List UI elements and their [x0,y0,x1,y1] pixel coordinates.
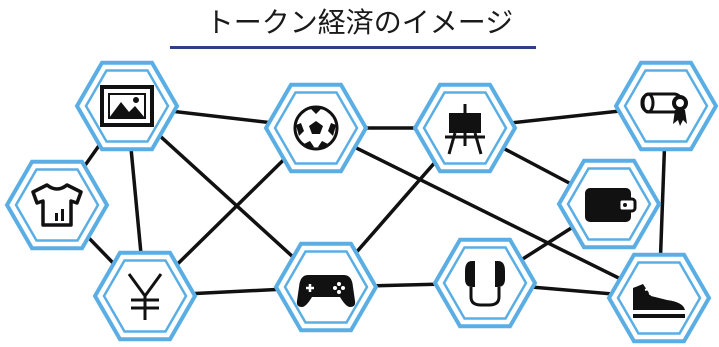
yen-node [92,250,198,342]
picture-icon [100,85,154,127]
easel-icon [445,104,485,155]
gamepad-node [273,241,379,333]
yen-icon [127,273,163,320]
earphones-hex-inner [442,246,528,320]
certificate-hex-inner [623,69,709,143]
connection-soccer-shoe [315,126,660,300]
earphones-node [432,237,538,329]
nodes [4,60,719,344]
title-underline [170,46,536,49]
wallet-icon [585,188,637,222]
tshirt-hex-inner [14,168,100,242]
wallet-node [556,158,662,250]
shoe-icon [633,284,685,318]
soccer-ball-icon [293,105,339,151]
easel-node [412,82,518,174]
tshirt-node [4,159,110,251]
gamepad-icon [296,275,356,307]
diagram-title: トークン経済のイメージ [205,6,514,39]
earphones-icon [465,261,505,307]
picture-node [74,60,180,152]
shoe-node [606,252,712,344]
tshirt-icon [31,183,83,227]
soccer-node [263,82,369,174]
certificate-icon [640,92,688,126]
certificate-node [613,60,719,152]
